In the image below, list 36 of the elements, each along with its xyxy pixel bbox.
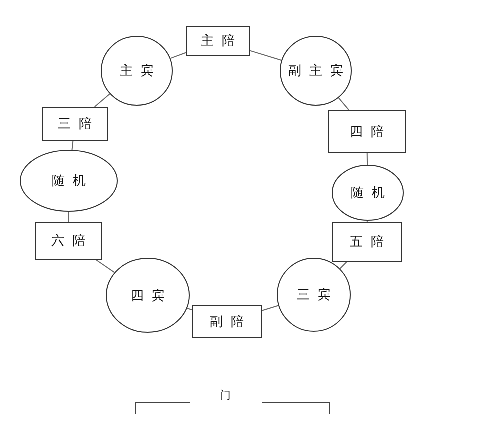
seat-label: 随机 <box>351 185 393 202</box>
seat-circle <box>20 150 118 212</box>
seat-label: 五陪 <box>350 234 392 251</box>
connector-line <box>72 140 74 151</box>
connector-line <box>170 52 186 60</box>
connector-line <box>250 50 282 61</box>
seat-label: 四陪 <box>350 124 392 140</box>
seat-label: 六陪 <box>52 233 94 250</box>
seat-circle <box>280 36 352 106</box>
seat-label: 副陪 <box>210 314 252 330</box>
seat-label: 三陪 <box>58 116 100 133</box>
seat-label: 四宾 <box>131 288 173 304</box>
door-label: 门 <box>220 388 231 403</box>
seat-label: 三宾 <box>297 287 339 304</box>
seat-box <box>186 26 250 56</box>
connector-line <box>94 94 110 108</box>
seat-circle <box>101 36 173 106</box>
seat-box <box>328 110 406 153</box>
seat-circle <box>277 258 351 332</box>
connector-line <box>262 305 280 312</box>
seat-circle <box>106 258 190 333</box>
connector-line <box>340 262 348 270</box>
connector-line <box>186 308 192 310</box>
seat-label: 主陪 <box>201 33 243 50</box>
seat-label: 随机 <box>52 173 94 190</box>
seat-box <box>42 107 108 141</box>
seat-box <box>192 305 262 338</box>
connector-line <box>366 152 368 166</box>
seat-circle <box>332 165 404 221</box>
connector-line <box>338 98 350 110</box>
seat-label: 副主宾 <box>288 63 352 80</box>
seat-box <box>35 222 102 260</box>
seat-box <box>332 222 402 262</box>
seat-label: 主宾 <box>120 63 162 80</box>
connector-line <box>68 212 70 222</box>
connector-line <box>96 260 116 274</box>
